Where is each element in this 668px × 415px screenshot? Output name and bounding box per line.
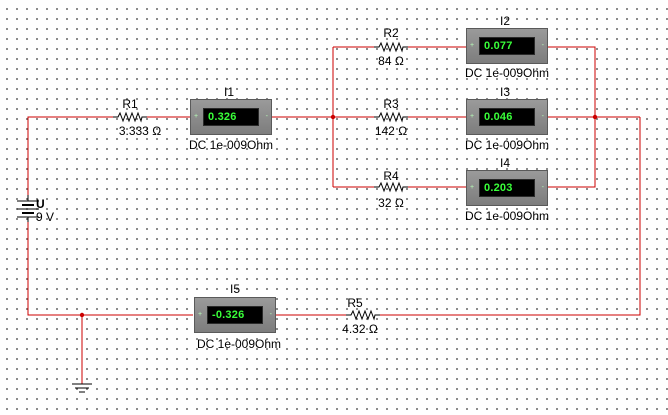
resistor-r1-name: R1 bbox=[122, 97, 138, 111]
meter-i2-mode: DC 1e-009Ohm bbox=[464, 66, 550, 80]
resistor-r2-value: 84 Ω bbox=[378, 54, 404, 68]
meter-i3-mode: DC 1e-009Ohm bbox=[464, 138, 550, 152]
ammeter-i5[interactable]: + -0.326 - bbox=[194, 297, 276, 333]
resistor-r1-value: 3.333 Ω bbox=[118, 124, 162, 138]
meter-plus-terminal: + bbox=[470, 42, 475, 49]
meter-minus-terminal: - bbox=[541, 184, 544, 191]
meter-i1-name: I1 bbox=[223, 85, 235, 99]
meter-i5-reading: -0.326 bbox=[212, 309, 245, 321]
wire-right-rail bbox=[380, 117, 641, 316]
meter-minus-terminal: - bbox=[265, 113, 268, 120]
junction-dot bbox=[79, 312, 85, 318]
meter-i1-reading: 0.326 bbox=[208, 111, 237, 123]
resistor-symbols bbox=[113, 41, 408, 321]
source-name: U bbox=[36, 197, 45, 211]
meter-i3-reading: 0.046 bbox=[484, 111, 513, 123]
ammeter-i3[interactable]: + 0.046 - bbox=[466, 99, 548, 135]
meter-display: 0.046 bbox=[479, 108, 535, 126]
resistor-r3-symbol[interactable] bbox=[374, 111, 408, 123]
resistor-r1-symbol[interactable] bbox=[113, 111, 147, 123]
meter-display: 0.326 bbox=[203, 108, 259, 126]
wire-left-bottom bbox=[27, 222, 193, 316]
resistor-r4-value: 32 Ω bbox=[378, 196, 404, 210]
resistor-r4-name: R4 bbox=[383, 169, 399, 183]
meter-plus-terminal: + bbox=[198, 311, 203, 318]
meter-i3-name: I3 bbox=[499, 85, 511, 99]
meter-minus-terminal: - bbox=[541, 113, 544, 120]
meter-plus-terminal: + bbox=[470, 113, 475, 120]
meter-i2-name: I2 bbox=[499, 14, 511, 28]
junction-dot bbox=[330, 114, 336, 120]
meter-display: 0.203 bbox=[479, 179, 535, 197]
wire-left-top bbox=[27, 116, 113, 195]
resistor-r3-name: R3 bbox=[383, 97, 399, 111]
ammeter-i2[interactable]: + 0.077 - bbox=[466, 28, 548, 64]
junctions bbox=[79, 114, 598, 318]
meter-minus-terminal: - bbox=[541, 42, 544, 49]
meter-i5-mode: DC 1e-009Ohm bbox=[196, 337, 282, 351]
meter-minus-terminal: - bbox=[269, 311, 272, 318]
meter-i4-reading: 0.203 bbox=[484, 182, 513, 194]
meter-display: 0.077 bbox=[479, 37, 535, 55]
resistor-r4-symbol[interactable] bbox=[374, 181, 408, 193]
resistor-r5-name: R5 bbox=[347, 296, 363, 310]
meter-plus-terminal: + bbox=[470, 184, 475, 191]
meter-display: -0.326 bbox=[207, 306, 263, 324]
resistor-r5-symbol[interactable] bbox=[346, 309, 380, 321]
junction-dot bbox=[592, 114, 598, 120]
ammeter-i1[interactable]: + 0.326 - bbox=[190, 99, 272, 135]
meter-i4-mode: DC 1e-009Ohm bbox=[464, 209, 550, 223]
resistor-r5-value: 4.32 Ω bbox=[342, 322, 378, 336]
meter-i4-name: I4 bbox=[499, 156, 511, 170]
meter-plus-terminal: + bbox=[194, 113, 199, 120]
meter-i5-name: I5 bbox=[229, 282, 241, 296]
resistor-r2-name: R2 bbox=[383, 26, 399, 40]
meter-i2-reading: 0.077 bbox=[484, 40, 513, 52]
resistor-r3-value: 142 Ω bbox=[374, 124, 408, 138]
ammeter-i4[interactable]: + 0.203 - bbox=[466, 170, 548, 206]
source-value: 9 V bbox=[36, 210, 55, 224]
ground-symbol[interactable] bbox=[72, 383, 92, 393]
battery-symbol[interactable] bbox=[17, 195, 39, 222]
meter-i1-mode: DC 1e-009Ohm bbox=[188, 138, 274, 152]
resistor-r2-symbol[interactable] bbox=[374, 41, 408, 53]
